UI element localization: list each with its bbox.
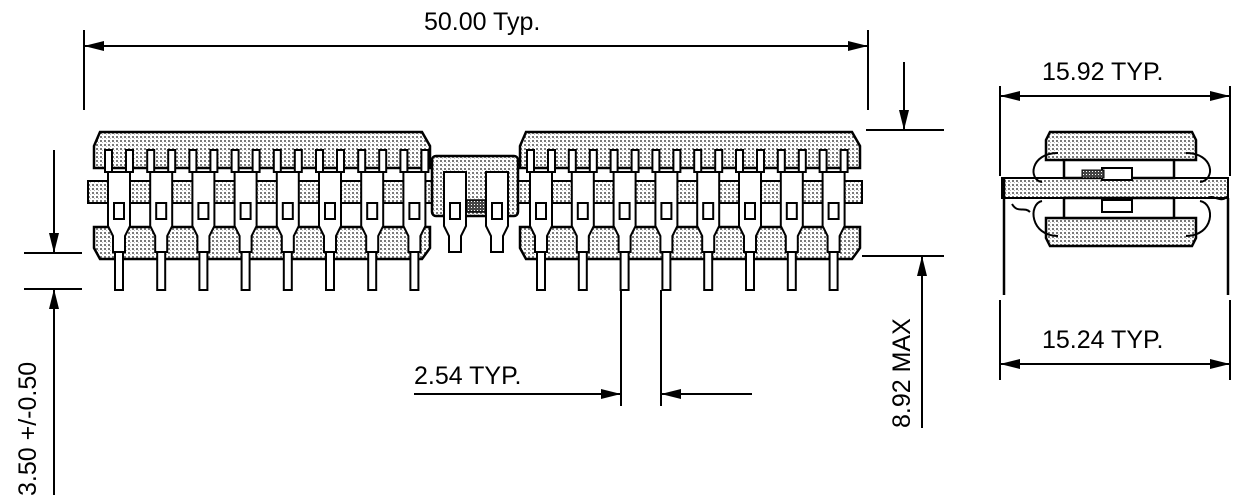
contact-pin <box>399 149 430 291</box>
lower-bar-right <box>518 225 862 261</box>
pitch-dimension: 2.54 TYP. <box>414 290 752 406</box>
body-width-label: 15.92 TYP. <box>1042 58 1163 86</box>
contact-pin <box>188 149 219 291</box>
upper-bar-left <box>92 130 432 170</box>
overall-length-dimension: 50.00 Typ. <box>83 8 869 110</box>
overall-length-label: 50.00 Typ. <box>424 8 540 36</box>
pitch-label: 2.54 TYP. <box>414 362 522 390</box>
contact-pin <box>104 149 134 291</box>
upper-bar-right <box>518 130 862 170</box>
lower-bar-left <box>92 225 432 261</box>
contact-pin <box>485 171 509 253</box>
standoff-label: 3.50 +/-0.50 <box>14 362 42 496</box>
contact-pin <box>818 149 849 291</box>
standoff-dimension: 3.50 +/-0.50 <box>14 150 82 496</box>
contact-pin <box>230 149 261 291</box>
contact-pin <box>357 149 388 291</box>
body-width-dimension: 15.92 TYP. <box>999 58 1231 176</box>
contact-pin <box>526 149 556 291</box>
contact-pin <box>609 149 640 291</box>
height-dimension: 8.92 MAX <box>862 62 944 428</box>
contact-pin <box>735 149 765 291</box>
side-view <box>1001 130 1230 295</box>
height-max-label: 8.92 MAX <box>888 318 916 428</box>
contact-pin <box>776 149 807 291</box>
contact-pin <box>443 171 467 253</box>
row-spacing-dimension: 15.24 TYP. <box>999 300 1231 380</box>
front-view <box>87 130 863 291</box>
contact-pin <box>272 149 303 291</box>
contact-pin <box>315 149 345 291</box>
contact-pin <box>693 149 724 291</box>
contact-pin <box>567 149 598 291</box>
contact-pin <box>651 149 682 291</box>
row-spacing-label: 15.24 TYP. <box>1042 326 1163 354</box>
contact-row <box>104 149 849 291</box>
contact-pin <box>146 149 177 291</box>
